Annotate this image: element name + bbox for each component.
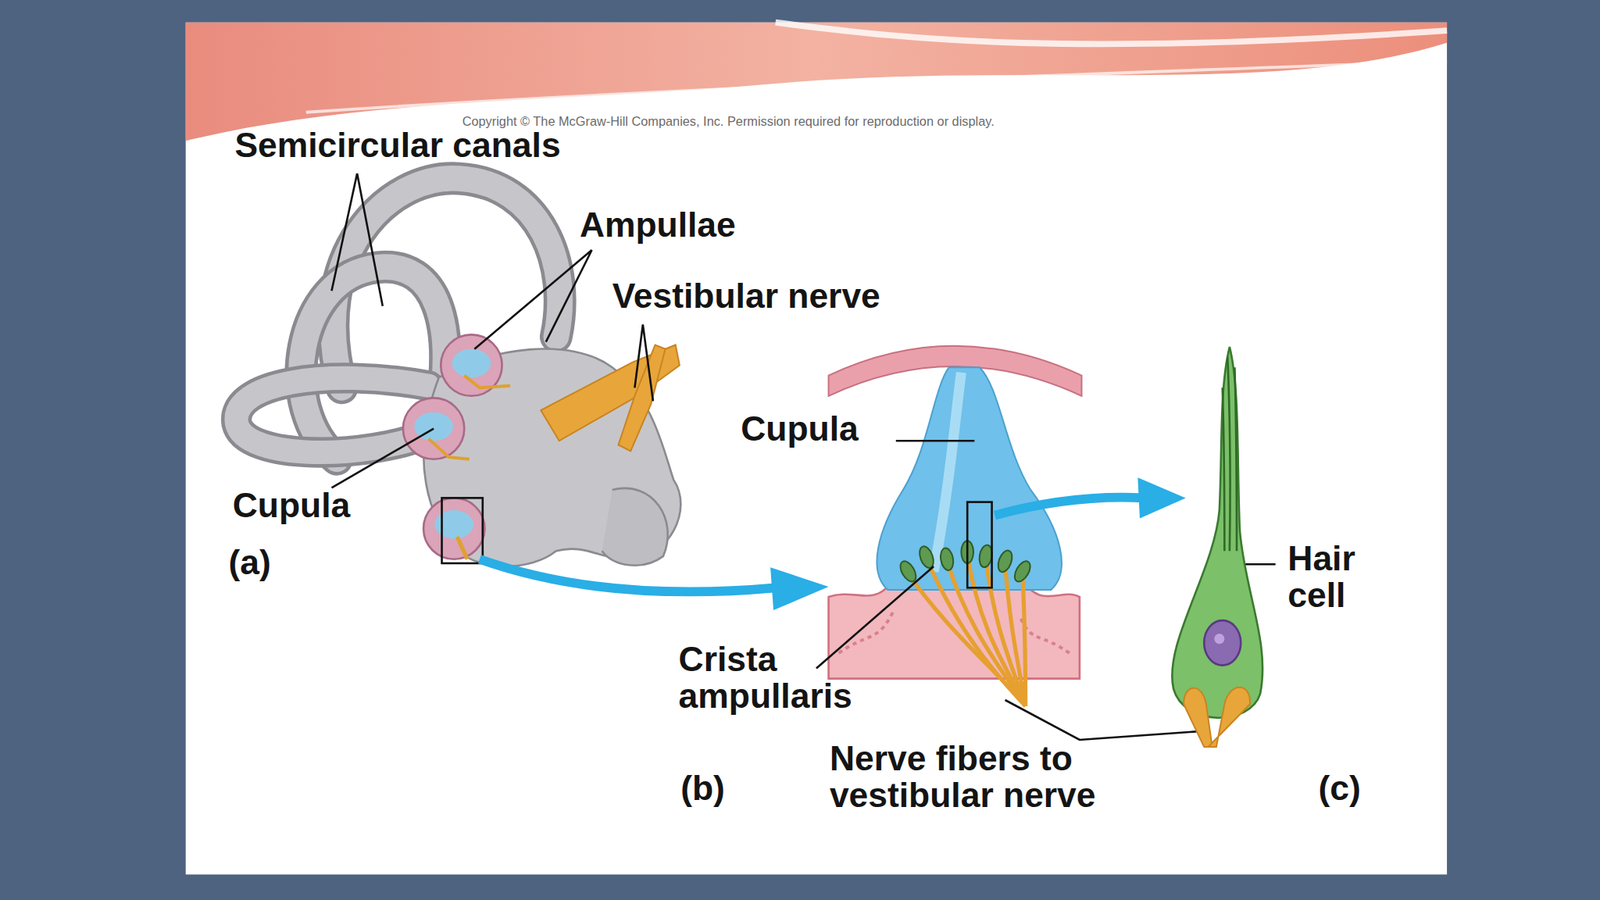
header-swoosh — [775, 22, 1447, 45]
stereocilia — [1222, 357, 1237, 551]
hair-cells — [896, 540, 1033, 585]
cupula-highlight — [933, 372, 961, 572]
nucleolus — [1214, 633, 1225, 644]
ampulla — [440, 334, 511, 396]
vestibule-lobe — [602, 488, 668, 566]
zoom-arrow — [479, 559, 829, 611]
zoom-box — [967, 502, 992, 589]
slide — [185, 22, 1447, 875]
part-label: Semicircular canals — [234, 126, 561, 164]
hair-cell-body — [1171, 346, 1263, 718]
ampulla — [423, 497, 485, 559]
part-label: Cupula — [740, 410, 858, 447]
part-label: Cupula — [232, 486, 350, 524]
header-wave — [185, 22, 1447, 142]
header-swoosh — [306, 60, 1447, 112]
part-label: Nerve fibers to vestibular nerve — [829, 739, 1177, 814]
zoom-arrow — [994, 477, 1186, 518]
nucleus — [1203, 620, 1241, 665]
part-label: Vestibular nerve — [612, 277, 881, 315]
vestibular-nerve — [618, 344, 666, 451]
ampulla — [403, 397, 470, 459]
part-label: Crista ampullaris — [678, 640, 904, 715]
part-label: Hair cell — [1287, 539, 1385, 614]
panel-letter: (b) — [680, 769, 725, 807]
panel-letter: (a) — [228, 543, 272, 581]
nerve-ending — [1183, 687, 1250, 747]
cupula — [876, 367, 1061, 590]
panel-letter: (c) — [1318, 769, 1361, 807]
zoom-box — [442, 497, 483, 564]
part-label: Ampullae — [579, 206, 736, 243]
